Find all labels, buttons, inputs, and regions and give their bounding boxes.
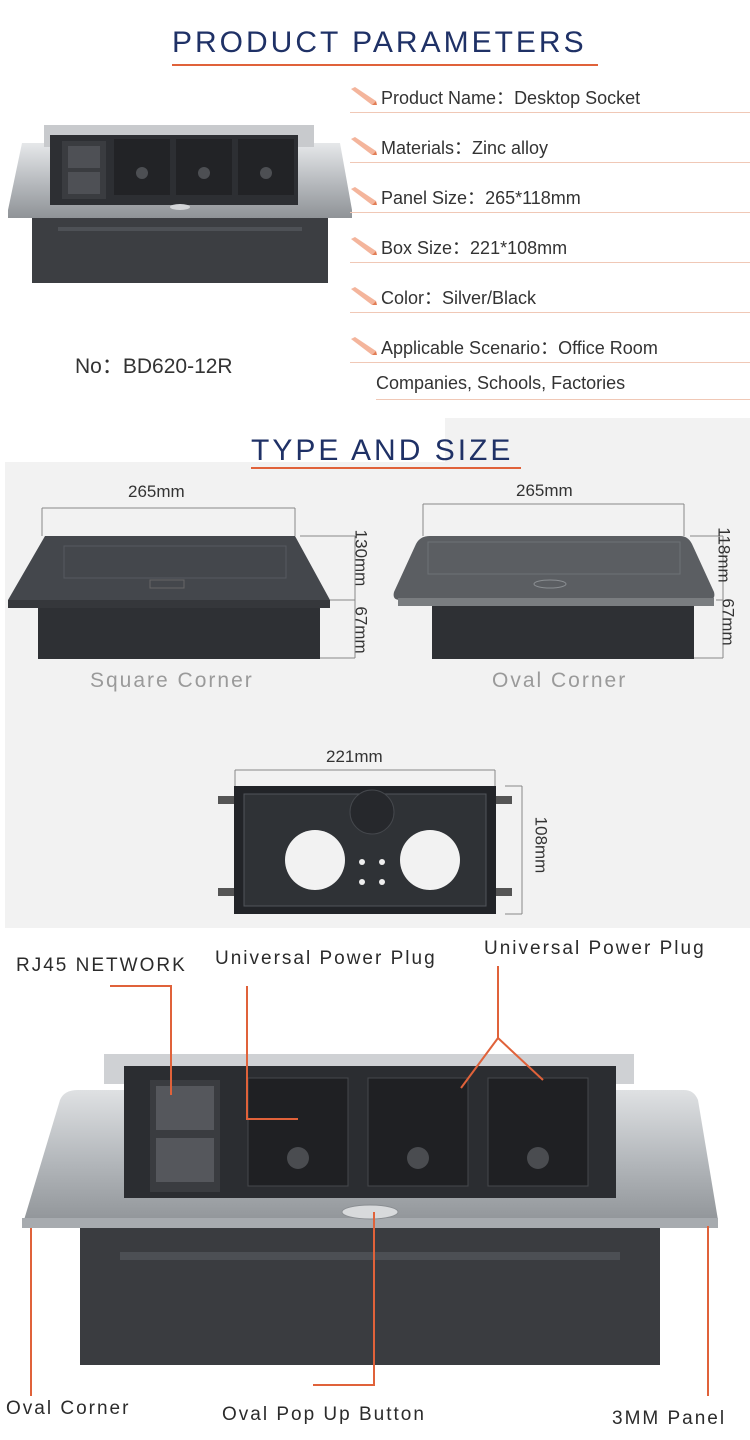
oval-corner-callout: Oval Corner [6,1398,131,1419]
param-value: 265*118mm [485,188,581,208]
param-materials: Materials：Zinc alloy [350,134,750,163]
leader-fork [460,1037,544,1089]
square-height-label: 67mm [351,606,371,654]
leader-line [246,1118,298,1120]
mounting-box-image [218,769,523,915]
leader-line [170,985,172,1095]
oval-depth-label: 118mm [714,527,734,583]
model-label: No： [75,355,123,378]
param-box-size: Box Size：221*108mm [350,234,750,263]
universal-power-plug-callout-b: Universal Power Plug [484,938,706,959]
box-height-label: 108mm [531,816,551,874]
param-label: Box Size： [381,238,471,258]
param-value: Silver/Black [442,288,537,308]
param-value: Office Room [558,338,658,358]
param-label: Materials： [381,138,473,158]
param-label: Panel Size： [381,188,486,208]
oval-corner-socket-image [393,503,724,659]
pencil-icon [351,287,377,305]
param-panel-size: Panel Size：265*118mm [350,184,750,213]
param-value: Desktop Socket [514,88,641,108]
3mm-panel-callout: 3MM Panel [612,1408,727,1429]
square-corner-socket-image [8,507,356,659]
param-label: Applicable Scenario： [381,338,559,358]
leader-line [30,1228,32,1396]
leader-line [110,985,172,987]
box-width-label: 221mm [326,747,383,766]
pencil-icon [351,237,377,255]
title-underline [172,64,598,66]
leader-line [246,986,248,1118]
leader-line [313,1384,375,1386]
oval-corner-caption: Oval Corner [492,669,628,692]
oval-height-label: 67mm [718,598,738,646]
model-value: BD620-12R [122,355,233,378]
title-underline [251,467,521,469]
universal-power-plug-callout-a: Universal Power Plug [215,948,437,969]
leader-line [707,1226,709,1396]
pencil-icon [351,137,377,155]
model-number: No：BD620-12R [75,350,233,380]
oval-width-label: 265mm [516,481,573,500]
param-label: Product Name： [381,88,515,108]
param-value: Zinc alloy [472,138,549,158]
desktop-socket-image [8,125,352,283]
square-width-label: 265mm [128,482,185,501]
detailed-socket-image [22,1054,718,1365]
param-value: 221*108mm [470,238,568,258]
square-depth-label: 130mm [351,529,371,587]
rj45-network-callout: RJ45 NETWORK [16,955,187,976]
param-label: Color： [381,288,443,308]
pencil-icon [351,87,377,105]
leader-line [497,966,499,1038]
param-color: Color：Silver/Black [350,284,750,313]
oval-pop-up-button-callout: Oval Pop Up Button [222,1404,426,1425]
type-and-size-title: TYPE AND SIZE [251,434,514,467]
param-scenario-extra: Companies, Schools, Factories [376,373,750,400]
pencil-icon [351,337,377,355]
pencil-icon [351,187,377,205]
product-parameters-title: PRODUCT PARAMETERS [172,26,587,59]
square-corner-caption: Square Corner [90,669,254,692]
gray-backdrop-top [445,418,750,462]
param-product-name: Product Name：Desktop Socket [350,84,750,113]
leader-line [373,1212,375,1386]
param-scenario: Applicable Scenario：Office Room [350,334,750,363]
